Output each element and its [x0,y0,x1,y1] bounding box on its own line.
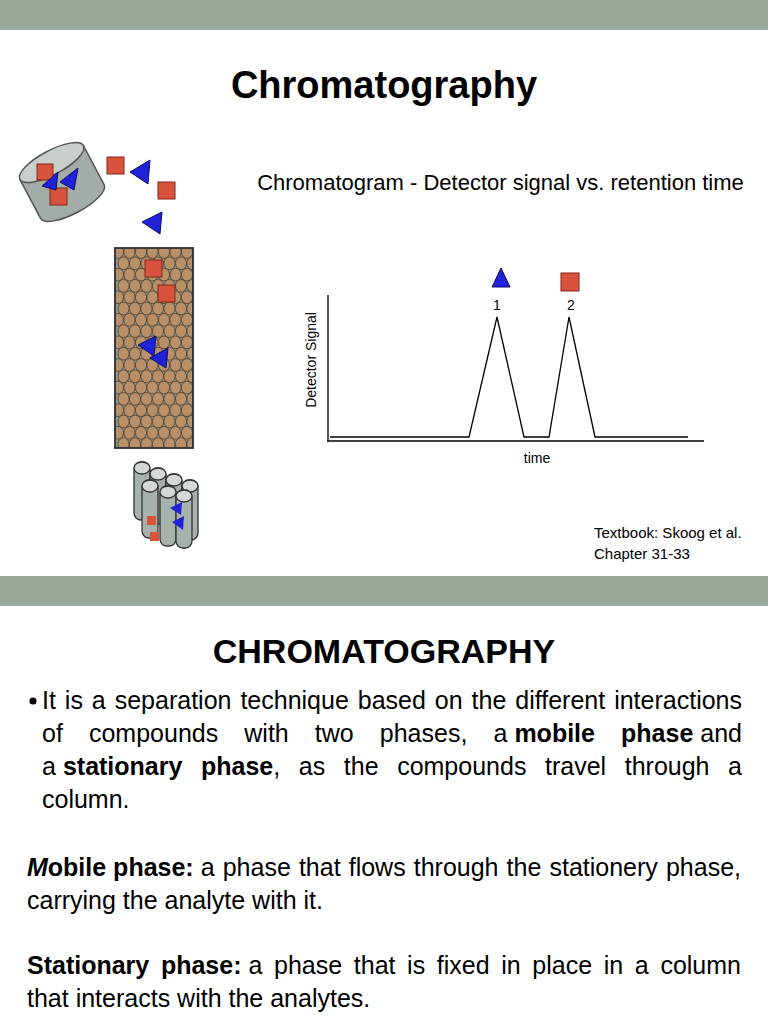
definition-text: Mobile phase:a phase that flows through … [27,851,741,917]
slide-title: Chromatography [0,62,768,108]
column-packing [116,249,192,447]
chart-subtitle: Chromatogram - Detector signal vs. reten… [238,168,763,198]
header-bar [0,0,768,30]
axis-label: time [507,449,567,467]
analyte-triangle [150,348,168,368]
term-bold: mobile phase [514,719,693,747]
signal-trace [330,317,688,437]
term-bold: Mobile phase: [27,851,194,884]
sample-vial [14,135,109,229]
y-axis [327,295,328,441]
bullet-dot [29,697,36,704]
reference-note: Textbook: Skoog et al. Chapter 31-33 [594,522,764,564]
analyte-square [158,285,175,302]
analyte-square [158,182,175,199]
term-bold: stationary phase [63,752,273,780]
analyte-square [107,157,124,174]
bullet-text: It is a separation technique based on th… [42,684,742,816]
analyte-triangle [60,168,78,190]
analyte-triangle [130,160,150,184]
slide-title: CHROMATOGRAPHY [0,630,768,672]
definition-text: Stationary phase:a phase that is fixed i… [27,949,741,1015]
analyte-triangle [138,336,156,356]
peak-marker-triangle [492,268,510,287]
fraction-tubes [134,462,198,548]
peak-number: 1 [487,297,507,313]
analyte-square [50,188,67,205]
analyte-triangle [142,212,162,234]
term-bold: Stationary phase: [27,951,241,979]
divider-bar [0,576,768,606]
peak-number: 2 [561,297,581,313]
analyte-triangle [42,172,58,190]
x-axis [327,440,704,441]
peak-marker-square [561,273,579,291]
axis-label: Detector Signal [302,296,320,424]
analyte-square [145,260,162,277]
analyte-square [37,164,53,180]
column-body [115,248,193,448]
